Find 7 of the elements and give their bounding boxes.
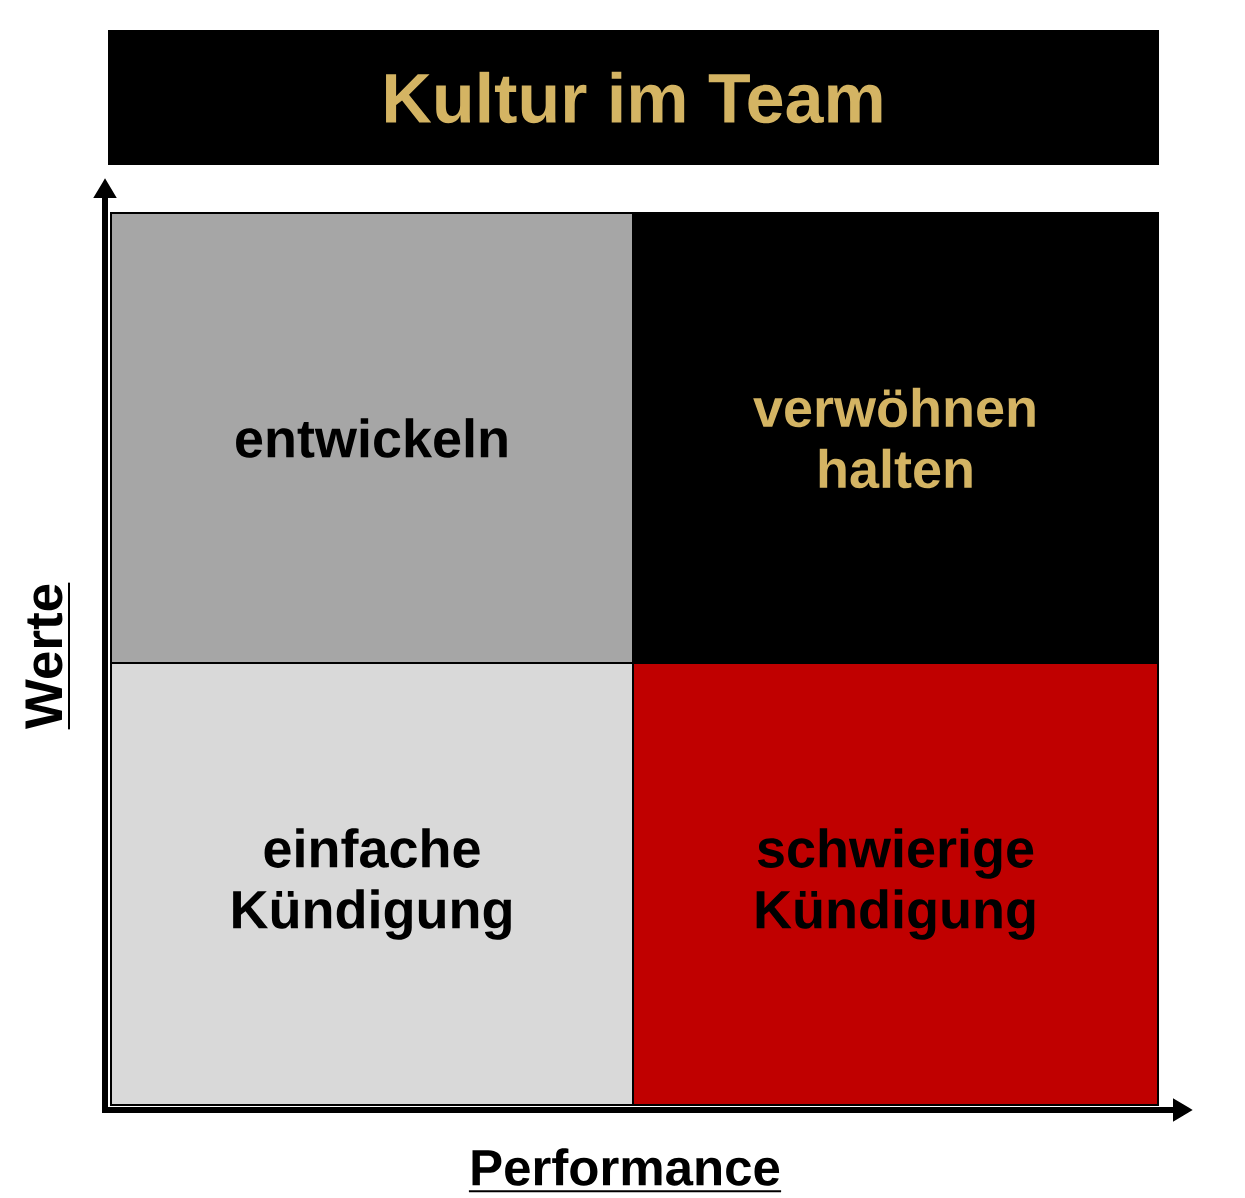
title-banner: Kultur im Team <box>108 30 1159 165</box>
quadrant-box: einfache Kündigung <box>110 662 634 1106</box>
axis-label: Werte <box>25 581 70 731</box>
quadrant-box: schwierige Kündigung <box>632 662 1159 1106</box>
quadrant-box: entwickeln <box>110 212 634 664</box>
axis-label: Performance <box>467 1148 783 1193</box>
quadrant-box: verwöhnen halten <box>632 212 1159 664</box>
